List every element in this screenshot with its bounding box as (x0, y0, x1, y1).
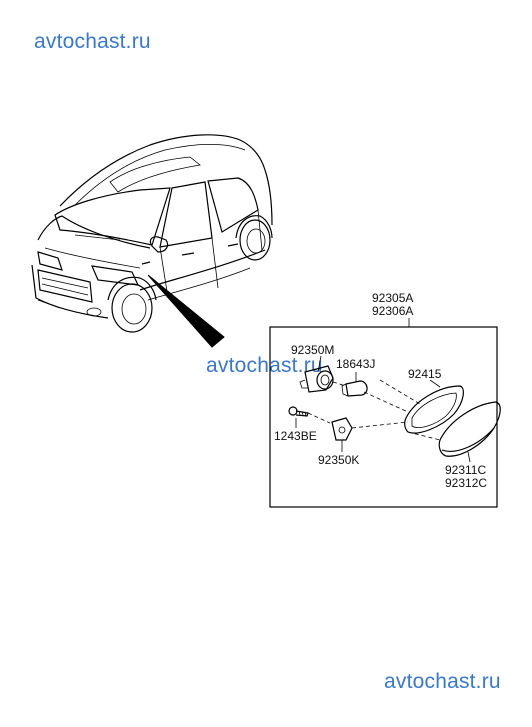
socket-part (299, 355, 334, 393)
assembly-frame (269, 326, 498, 508)
screw-part (288, 406, 309, 428)
label-92306A: 92306A (372, 304, 413, 318)
label-18643J: 18643J (336, 357, 375, 371)
watermark-top: avtochast.ru (34, 30, 151, 53)
car-illustration (31, 134, 273, 333)
pointer-wedge (147, 274, 225, 348)
lens-part (404, 379, 464, 434)
label-1243BE: 1243BE (274, 429, 317, 443)
assembly-lines (307, 379, 441, 441)
label-92415: 92415 (408, 367, 442, 381)
label-92312C: 92312C (445, 476, 487, 490)
bracket-part (331, 417, 353, 452)
label-92350M: 92350M (291, 343, 334, 357)
label-92311C: 92311C (445, 463, 486, 477)
watermark-bottom: avtochast.ru (384, 670, 501, 693)
watermark-middle: avtochast.ru (206, 354, 323, 377)
bulb-part (341, 372, 368, 397)
label-92305A: 92305A (372, 291, 413, 305)
housing-part (438, 401, 501, 463)
label-92350K: 92350K (318, 453, 359, 467)
